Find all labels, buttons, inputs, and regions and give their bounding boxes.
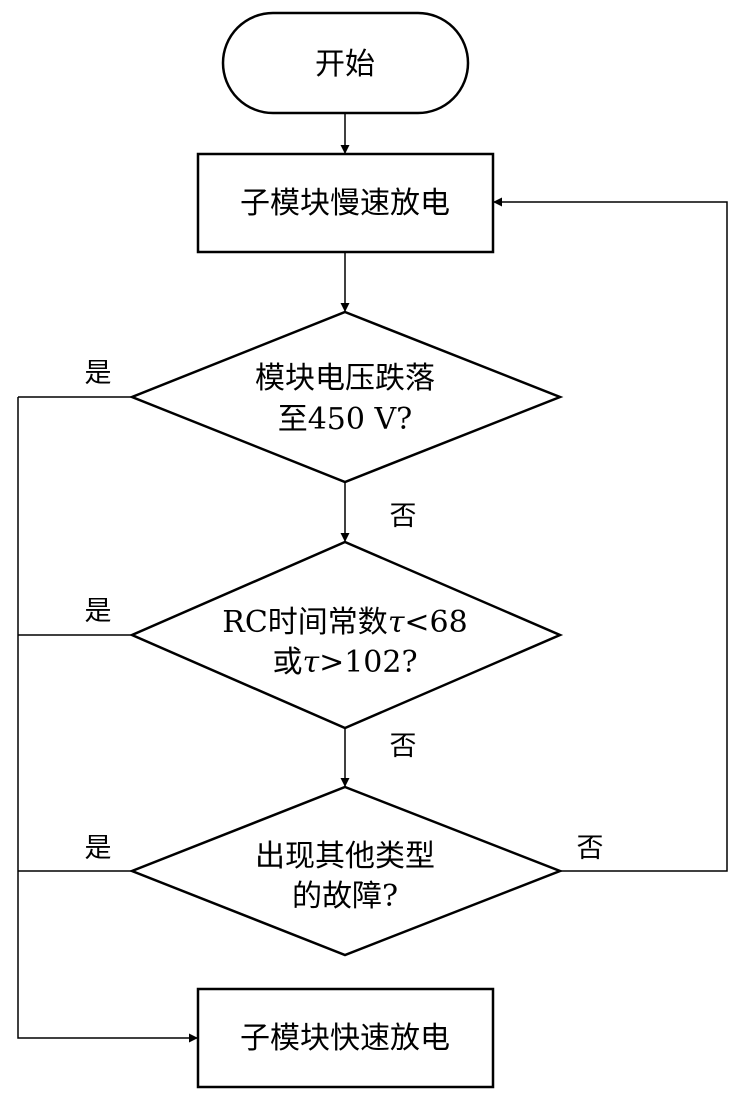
slow-discharge-box xyxy=(196,152,495,254)
connector-yes-to-fast xyxy=(17,397,198,1043)
decision3-diamond xyxy=(128,785,564,957)
no-label-decision1: 否 xyxy=(390,501,417,532)
yes-label-decision2: 是 xyxy=(85,596,112,627)
decision3-line2: 的故障? xyxy=(292,879,398,914)
decision2-line2-suffix: >102? xyxy=(319,645,417,680)
fast-discharge-label: 子模块快速放电 xyxy=(240,1021,450,1056)
decision2-line1-suffix: <68 xyxy=(404,605,467,640)
no-label-decision2: 否 xyxy=(390,731,417,762)
decision2-line1: RC时间常数τ<68 xyxy=(222,605,467,640)
connector-no-loop-back xyxy=(493,197,728,872)
start-label: 开始 xyxy=(315,47,375,82)
decision1-line1: 模块电压跌落 xyxy=(255,361,435,396)
no-label-decision3: 否 xyxy=(577,833,604,864)
yes-label-decision1: 是 xyxy=(85,358,112,389)
decision3-line1: 出现其他类型 xyxy=(255,839,435,874)
decision2-diamond xyxy=(128,540,564,730)
decision1-line2: 至450 V? xyxy=(278,402,413,437)
yes-label-decision3: 是 xyxy=(85,833,112,864)
decision1-diamond xyxy=(128,310,564,484)
start-terminator xyxy=(221,11,470,115)
fast-discharge-box xyxy=(196,987,495,1089)
decision2-line2: 或τ>102? xyxy=(272,645,417,680)
decision2-line1-tau: τ xyxy=(388,605,405,640)
slow-discharge-label: 子模块慢速放电 xyxy=(240,186,450,221)
decision2-line1-prefix: RC时间常数 xyxy=(222,605,388,640)
decision2-line2-tau: τ xyxy=(302,645,319,680)
decision2-line2-prefix: 或 xyxy=(272,645,302,680)
